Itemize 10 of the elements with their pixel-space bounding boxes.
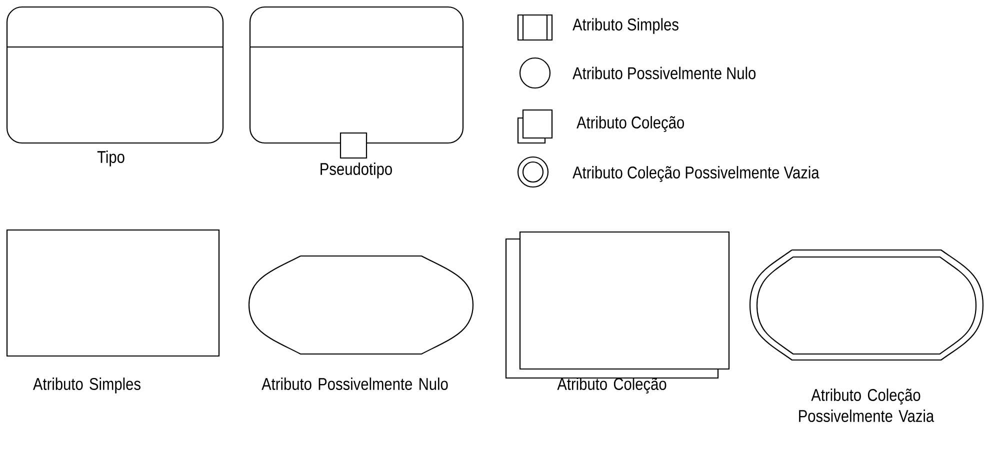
legend-text: Atributo Coleção [576, 116, 684, 132]
node-label: Tipo [97, 150, 124, 166]
node-label: Atributo Possivelmente Nulo [262, 378, 448, 390]
legend-text: Atributo Simples [572, 18, 678, 34]
legend-text: Atributo Coleção Possivelmente Vazia [572, 166, 820, 182]
node-label: Atributo Coleção [557, 378, 666, 394]
legend-text: Atributo Possivelmente Nulo [572, 66, 756, 80]
node-label: Atributo Coleção Possivelmente Vazia [799, 388, 934, 422]
node-label: Pseudotipo [320, 162, 392, 178]
node-label: Atributo Simples [33, 378, 140, 394]
